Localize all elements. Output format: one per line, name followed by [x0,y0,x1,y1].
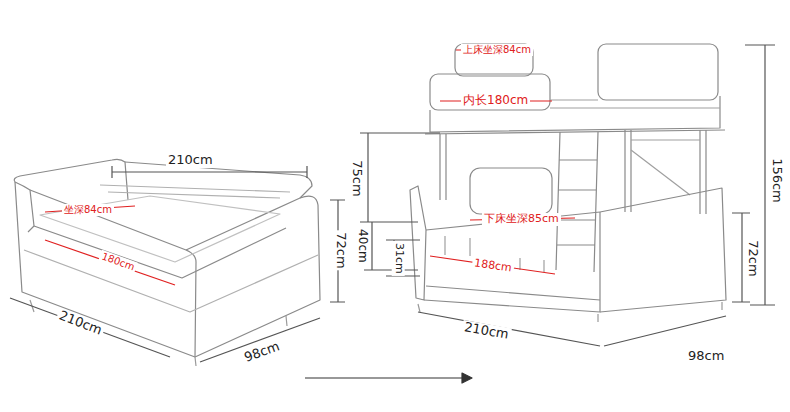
dimension-label: 75cm [349,158,364,198]
left-sofa [10,159,345,366]
dimension-label: 坐深84cm [62,204,114,216]
dimension-label: 31cm [392,241,405,276]
dimension-label: 上床坐深84cm [461,44,533,56]
dimension-label: 98cm [686,349,726,364]
dimension-label: 188cm [471,257,514,275]
dimension-label: 下床坐深85cm [482,213,561,226]
dimension-label: 210cm [55,308,106,339]
dimension-label: 210cm [166,153,215,168]
dimension-label: 180cm [98,250,138,274]
dimension-label: 156cm [769,156,784,205]
dimension-label: 内长180cm [461,94,530,108]
bunk-sofa [305,44,775,383]
dimension-label: 98cm [241,339,284,367]
dimension-label: 72cm [745,238,760,278]
dimension-label: 40cm [355,227,369,265]
dimension-label: 210cm [461,320,511,343]
dimension-label: 72cm [333,230,348,270]
